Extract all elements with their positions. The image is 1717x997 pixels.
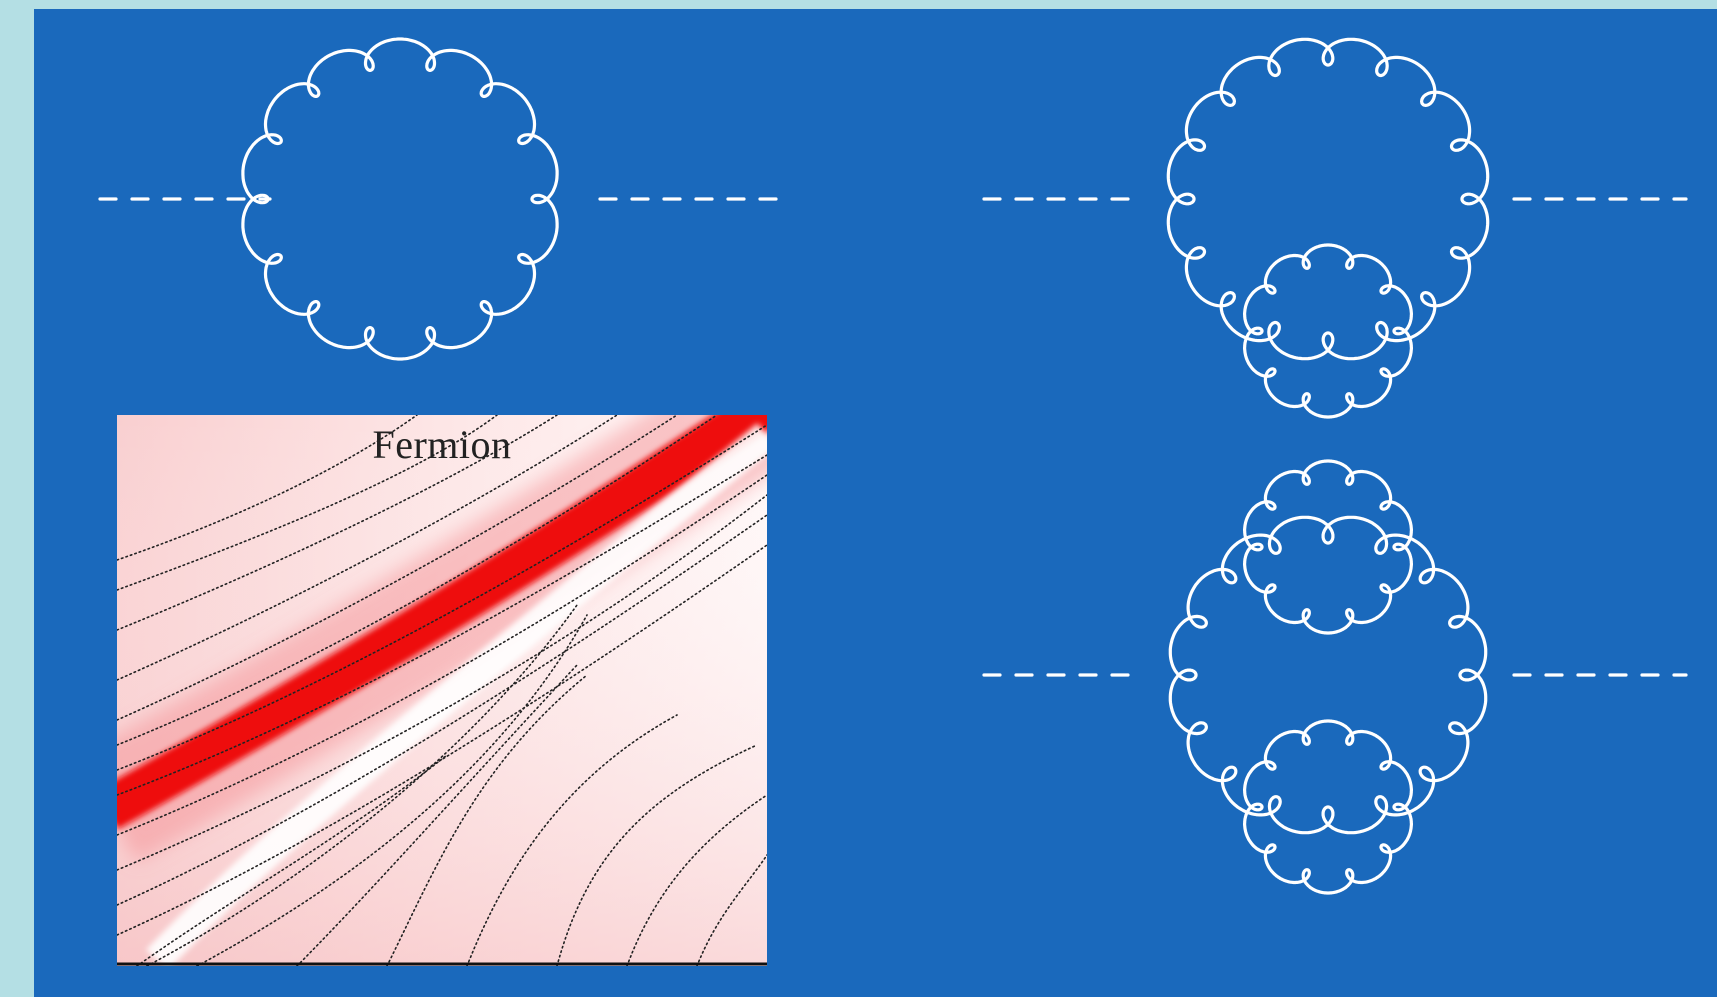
contour-line [296,664,578,966]
fermion-spectral-plot: Fermion [117,415,767,966]
contour-line [696,854,767,966]
contour-line [117,474,767,836]
contour-line [196,614,588,966]
gluon-loop-3-outer [1168,515,1488,835]
contour-line [117,415,498,591]
gluon-loop-2-inner [1243,243,1413,419]
valley-band [146,423,767,966]
gluon-loop-2-outer [1166,37,1490,361]
plot-title: Fermion [372,422,512,467]
contour-line [117,415,678,721]
contour-line [386,674,588,966]
contour-line [117,415,718,746]
contour-line [117,415,418,561]
slide: Fermion [34,9,1717,997]
gluon-loop-3-lower [1243,719,1413,895]
contour-line [117,454,767,796]
contour-line [117,424,767,771]
contour-line [146,604,578,966]
contour-line [117,494,767,871]
gluon-loop-1 [241,37,559,361]
gluon-loop-3-upper [1243,459,1413,635]
contour-line [117,415,558,631]
contour-line [117,415,618,681]
feynman-diagrams [98,37,1688,895]
contour-line [466,714,678,966]
contour-line [136,754,448,966]
contour-line [556,744,758,966]
contour-line [117,514,767,906]
contour-line [626,794,767,966]
